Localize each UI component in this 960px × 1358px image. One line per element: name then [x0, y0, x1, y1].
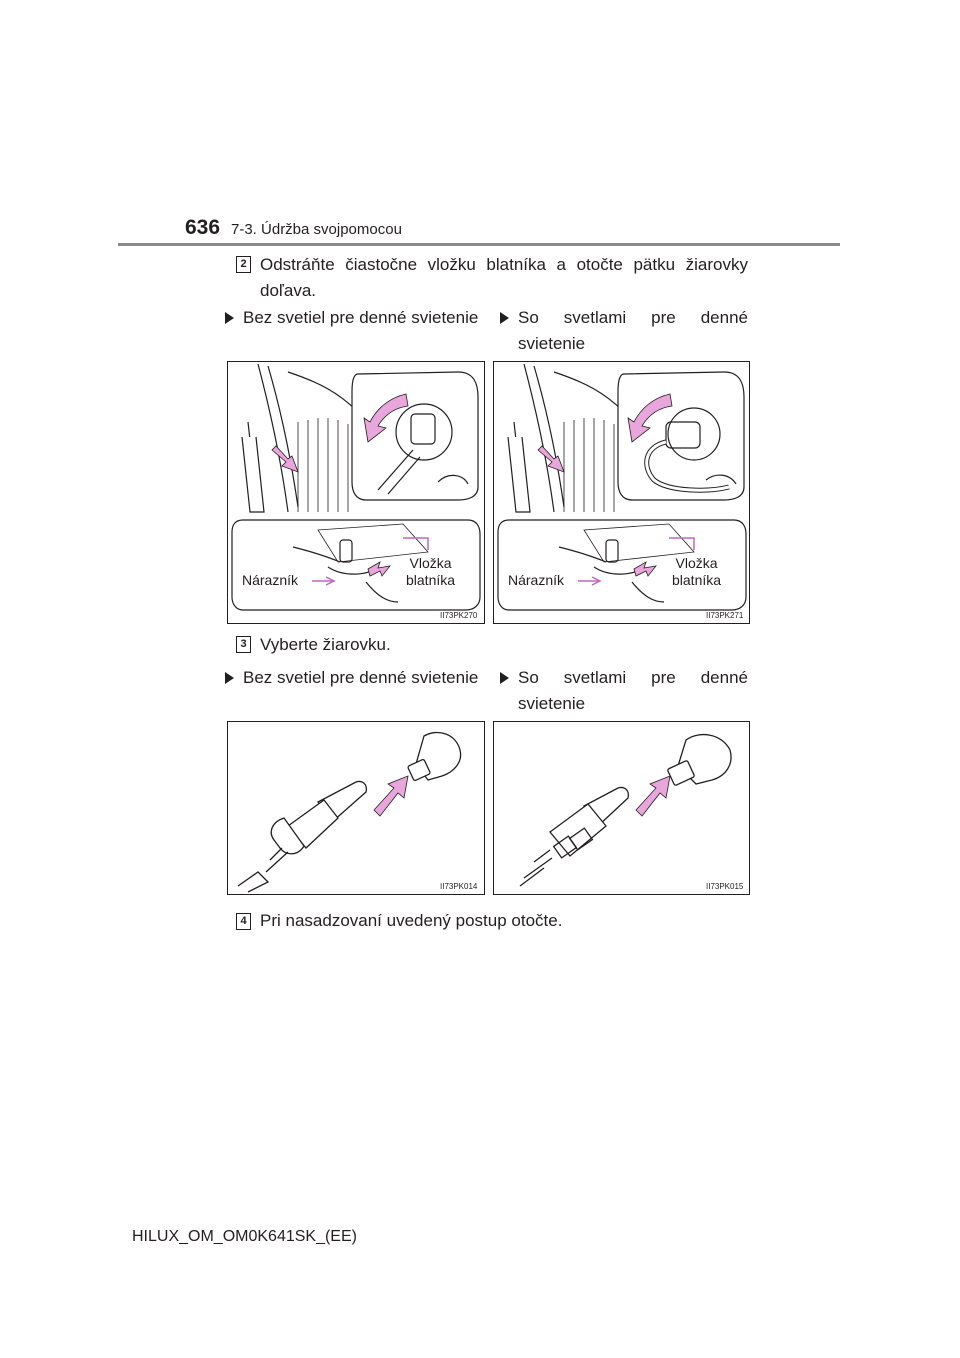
step-4-text: Pri nasadzovaní uvedený postup otočte. — [260, 911, 563, 930]
callout-fender-liner: Vložka blatníka — [672, 555, 722, 588]
step-2-option-2: So svetlami pre denné svietenie — [500, 305, 748, 357]
step-4-badge: 4 — [236, 913, 251, 930]
step-3-badge: 3 — [236, 636, 251, 653]
callout-fender-liner: Vložka blatníka — [406, 555, 456, 588]
page-number: 636 — [185, 216, 221, 239]
figure-code: II73PK015 — [706, 882, 744, 891]
figure-bulb-base-removal-without-drl: Nárazník Vložka blatníka II73PK270 — [227, 361, 485, 624]
figure-bulb-removal-with-drl: II73PK015 — [493, 721, 750, 895]
figure-bulb-base-removal-with-drl: Nárazník Vložka blatníka II73PK271 — [493, 361, 750, 624]
step-3-option-1: Bez svetiel pre denné svietenie — [225, 665, 480, 691]
header-rule — [118, 243, 840, 246]
triangle-bullet-icon — [225, 312, 234, 324]
triangle-bullet-icon — [500, 312, 509, 324]
triangle-bullet-icon — [500, 672, 509, 684]
step-3-option-2: So svetlami pre denné svietenie — [500, 665, 748, 717]
step-2-badge: 2 — [236, 256, 251, 273]
figure-code: II73PK014 — [440, 882, 478, 891]
chapter-title: 7-3. Údržba svojpomocou — [231, 221, 402, 238]
step-2-text: Odstráňte čiastočne vložku blatníka a ot… — [260, 255, 748, 300]
document-code: HILUX_OM_OM0K641SK_(EE) — [132, 1228, 357, 1245]
callout-bumper: Nárazník — [242, 572, 299, 588]
figure-code: II73PK270 — [440, 611, 478, 620]
step-2-option-1: Bez svetiel pre denné svietenie — [225, 305, 480, 331]
step-3-text: Vyberte žiarovku. — [260, 635, 391, 654]
callout-bumper: Nárazník — [508, 572, 565, 588]
figure-bulb-removal-without-drl: II73PK014 — [227, 721, 485, 895]
triangle-bullet-icon — [225, 672, 234, 684]
figure-code: II73PK271 — [706, 611, 744, 620]
